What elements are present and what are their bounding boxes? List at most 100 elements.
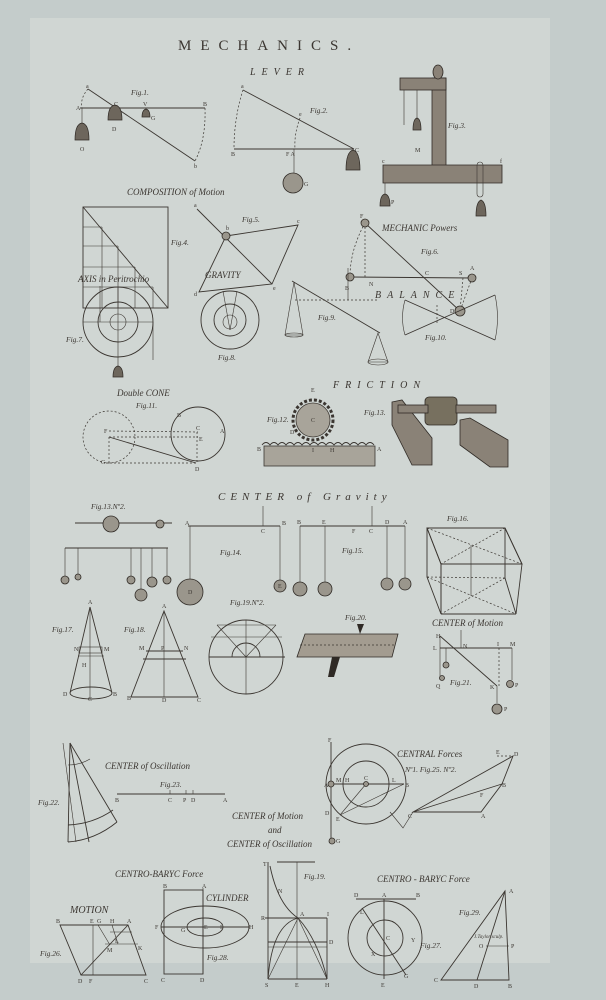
point-label: M — [415, 148, 421, 154]
point-label: e — [299, 112, 302, 118]
point-label: P — [515, 683, 519, 689]
fig-13-friction-apparatus: Fig.13. — [363, 396, 509, 468]
point-label: B — [56, 919, 60, 925]
point-label: N — [278, 889, 283, 895]
fig-7-diagram: Fig.7. — [65, 286, 154, 378]
point-label: O — [80, 147, 85, 153]
point-label: D — [290, 430, 295, 436]
point-label: E — [311, 388, 315, 394]
fig-21-diagram: Fig.21. H L N I M Q K P P — [433, 630, 519, 715]
fig-5-label: Fig.5. — [241, 215, 260, 224]
point-label: D — [112, 127, 117, 133]
point-label: A — [300, 912, 305, 918]
point-label: E — [322, 520, 326, 526]
point-label: T — [263, 862, 267, 868]
point-label: A — [162, 604, 167, 610]
point-label: E — [381, 983, 385, 989]
point-label: c — [297, 219, 300, 225]
point-label: R — [261, 916, 265, 922]
point-label: C — [425, 271, 429, 277]
point-label: H — [249, 925, 254, 931]
fig-27-label: Fig.27. — [419, 941, 442, 950]
fig-12-label: Fig.12. — [266, 415, 289, 424]
fig-19-label: Fig.19. — [303, 872, 326, 881]
heading-center-of-motion-2: CENTER of Motion — [232, 811, 304, 821]
engraver-signature: J.Taylor sculp. — [474, 935, 503, 940]
point-label: D — [514, 752, 519, 758]
fig-2-diagram: Fig.2. a e B F A C G — [231, 84, 361, 194]
point-label: E — [336, 817, 340, 823]
point-label: I — [220, 925, 222, 931]
point-label: F — [104, 429, 108, 435]
point-label: G — [304, 182, 309, 188]
point-label: N — [369, 282, 374, 288]
point-label: A — [382, 893, 387, 899]
fig-18-label: Fig.18. — [123, 625, 146, 634]
fig-13-label: Fig.13. — [363, 408, 386, 417]
heading-friction: FRICTION — [332, 380, 426, 391]
point-label: C — [355, 148, 359, 154]
point-label: F — [89, 979, 93, 985]
point-label: I — [312, 448, 314, 454]
point-label: K — [138, 946, 143, 952]
point-label: C — [261, 529, 265, 535]
fig-11-label: Fig.11. — [135, 401, 157, 410]
point-label: E — [199, 437, 203, 443]
point-label: M — [107, 948, 113, 954]
heading-motion: MOTION — [69, 905, 110, 916]
point-label: C — [369, 529, 373, 535]
point-label: B — [115, 798, 119, 804]
point-label: B — [231, 152, 235, 158]
fig-13-no2-diagram: Fig.13.Nº2. — [60, 502, 172, 602]
point-label: B — [113, 692, 117, 698]
point-label: G — [336, 839, 341, 845]
fig-25-label: Nº1. Fig.25. Nº2. — [404, 765, 456, 774]
point-label: B — [127, 696, 131, 702]
heading-gravity: GRAVITY — [205, 270, 242, 280]
point-label: D — [354, 893, 359, 899]
point-label: H — [82, 663, 87, 669]
point-label: N — [74, 647, 79, 653]
point-label: B — [297, 520, 301, 526]
point-label: C — [161, 978, 165, 984]
point-label: D — [200, 978, 205, 984]
point-label: A — [403, 520, 408, 526]
point-label: C — [364, 776, 368, 782]
fig-29-diagram: Fig.29. A O P C D B — [434, 889, 515, 990]
point-label: b — [194, 164, 197, 170]
heading-centro-baryc-force-right: CENTRO - BARYC Force — [377, 874, 470, 884]
heading-composition-of-motion: COMPOSITION of Motion — [127, 187, 225, 197]
point-label: N — [463, 644, 468, 650]
point-label: C — [196, 426, 200, 432]
fig-11-diagram: F G B C E A D — [82, 406, 226, 473]
point-label: F — [352, 529, 356, 535]
point-label: B — [508, 984, 512, 990]
point-label: O — [479, 944, 484, 950]
fig-26-label: Fig.26. — [39, 949, 62, 958]
fig-19-diagram: Fig.19. T N R A I S E H D — [261, 861, 334, 989]
point-label: L — [433, 646, 437, 652]
point-label: L — [360, 910, 364, 916]
fig-21-label: Fig.21. — [449, 678, 472, 687]
point-label: E — [278, 584, 282, 590]
fig-15-label: Fig.15. — [341, 546, 364, 555]
point-label: E — [295, 983, 299, 989]
point-label: B — [163, 884, 167, 890]
fig-22-diagram: Fig.22. — [37, 742, 118, 843]
point-label: f — [500, 158, 502, 165]
fig-20-diagram: Fig.20. — [296, 613, 399, 677]
fig-23-label: Fig.23. — [159, 780, 182, 789]
heading-center-of-oscillation: CENTER of Oscillation — [105, 761, 191, 771]
fig-13-no2-label: Fig.13.Nº2. — [90, 502, 126, 511]
point-label: B — [345, 286, 349, 292]
point-label: D — [191, 798, 196, 804]
point-label: D — [195, 467, 200, 473]
fig-19-no2-label: Fig.19.Nº2. — [229, 598, 265, 607]
heading-mechanic-powers: MECHANIC Powers — [381, 223, 458, 233]
point-label: D — [325, 811, 330, 817]
fig-6-diagram: Fig.6. F B N C S A D — [345, 214, 477, 317]
heading-balance: BALANCE — [375, 290, 460, 301]
fig-18-diagram: Fig.18. A M P N B D C — [123, 604, 201, 704]
point-label: I — [497, 642, 499, 648]
fig-6-label: Fig.6. — [420, 247, 439, 256]
